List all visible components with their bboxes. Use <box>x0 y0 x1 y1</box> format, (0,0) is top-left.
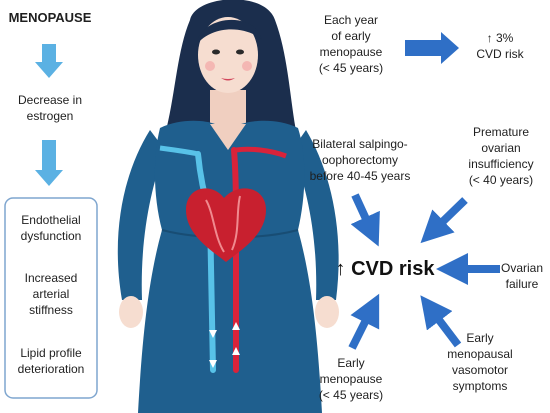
center-cvd-risk: ↑ CVD risk <box>335 258 435 280</box>
woman-illustration <box>117 0 339 413</box>
factor-poi: Premature ovarian insufficiency (< 40 ye… <box>468 125 534 187</box>
year-risk-arrow <box>405 32 459 64</box>
factor-ovarian-failure: Ovarian failure <box>500 261 544 291</box>
effect-endothelial: Endothelial dysfunction <box>20 213 82 243</box>
factor-bso: Bilateral salpingo- oophorectomy before … <box>309 137 411 183</box>
early-year-result: ↑ 3% CVD risk <box>476 31 524 61</box>
effect-stiffness: Increased arterial stiffness <box>24 271 78 317</box>
heart-icon <box>186 188 266 262</box>
effect-lipid: Lipid profile deterioration <box>17 346 85 376</box>
factor-early-menopause: Early menopause (< 45 years) <box>318 356 384 402</box>
risk-arrows <box>348 193 500 350</box>
effects-box <box>4 197 98 399</box>
menopause-title: MENOPAUSE <box>8 10 92 25</box>
early-year-source: Each year of early menopause (< 45 years… <box>318 13 384 75</box>
left-flow-arrows <box>35 44 63 186</box>
factor-vasomotor: Early menopausal vasomotor symptoms <box>447 331 513 393</box>
estrogen-step: Decrease in estrogen <box>17 93 83 123</box>
